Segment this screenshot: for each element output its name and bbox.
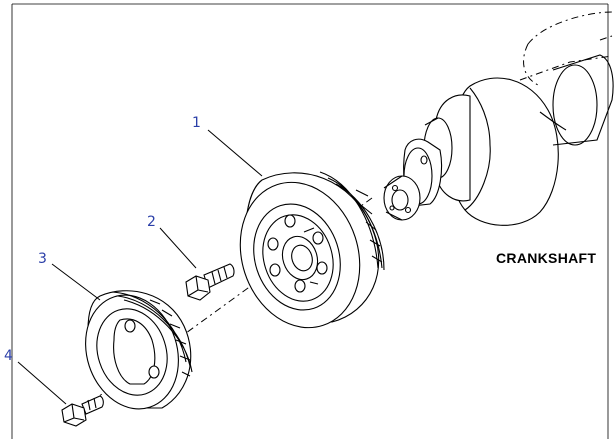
callout-2: 2 (147, 214, 156, 230)
crankshaft (383, 11, 614, 226)
part-2-bolt (185, 263, 235, 301)
part-4-bolt (61, 395, 104, 427)
part-3-crankshaft-pulley (85, 290, 193, 410)
part-1-damper-pulley (239, 171, 385, 329)
callout-4: 4 (4, 348, 13, 364)
callout-3: 3 (38, 251, 47, 267)
leader-line-1 (207, 129, 263, 177)
crankshaft-label: CRANKSHAFT (496, 250, 597, 266)
leader-line-2 (159, 227, 197, 269)
leader-line-4 (17, 361, 67, 405)
leader-line-3 (51, 263, 101, 301)
callout-1: 1 (192, 115, 201, 131)
